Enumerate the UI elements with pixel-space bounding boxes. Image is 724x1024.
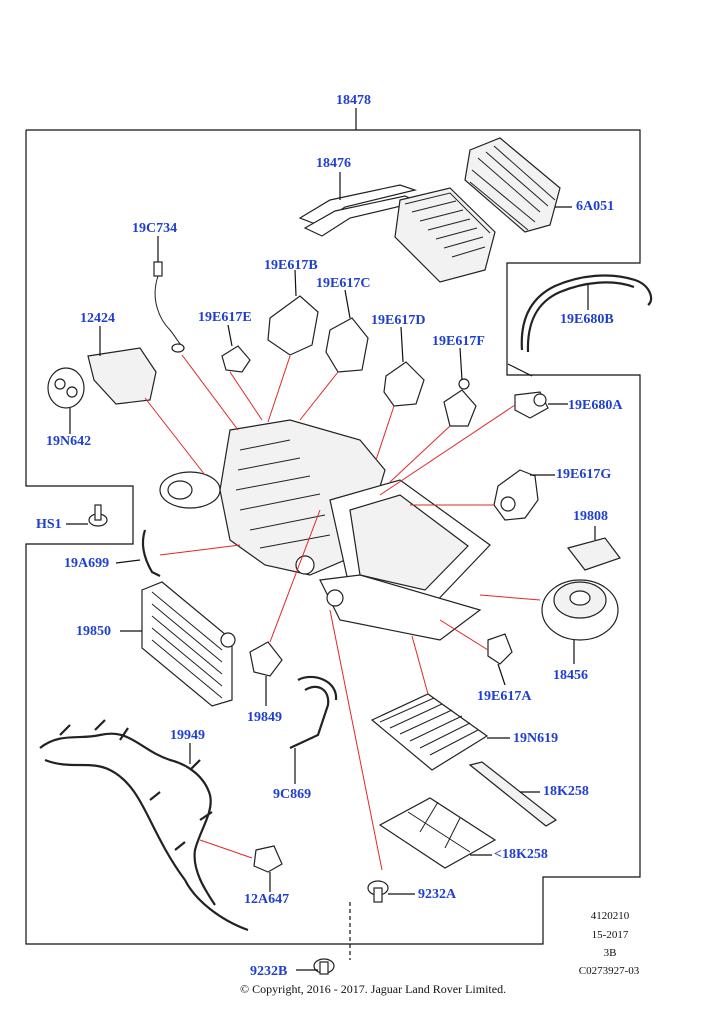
label-18k258[interactable]: 18K258 [543, 784, 589, 799]
heater-core-part [298, 184, 496, 283]
label-9232a[interactable]: 9232A [418, 887, 457, 902]
label-18478[interactable]: 18478 [336, 93, 371, 108]
sensor-19e680a-part [514, 391, 549, 419]
evaporator-19850-part [141, 581, 236, 707]
label-19e617c[interactable]: 19E617C [316, 276, 371, 291]
actuator-19e617a-part [487, 633, 513, 665]
label-19e617b[interactable]: 19E617B [264, 258, 318, 273]
label-19n642[interactable]: 19N642 [46, 434, 92, 449]
label-18456[interactable]: 18456 [553, 668, 588, 683]
label-19808[interactable]: 19808 [573, 509, 608, 524]
drawing-code: C0273927-03 [578, 965, 640, 977]
label-19a699[interactable]: 19A699 [64, 556, 110, 571]
actuator-19e617e-part [221, 345, 251, 373]
grommet-19n642-part [47, 367, 85, 409]
pipe-19a699-part [141, 529, 161, 577]
assembly-boundary-frame [25, 129, 641, 945]
connector-12a647-part [253, 845, 283, 873]
label-19e680a[interactable]: 19E680A [568, 398, 623, 413]
label-9232b[interactable]: 9232B [250, 964, 288, 979]
bracket-12424-part [87, 347, 157, 405]
label-19949[interactable]: 19949 [170, 728, 205, 743]
label-19n619[interactable]: 19N619 [513, 731, 559, 746]
drawing-date: 15-2017 [591, 929, 629, 941]
label-9c869[interactable]: 9C869 [273, 787, 312, 802]
label-19e617e[interactable]: 19E617E [198, 310, 252, 325]
label-19e680b[interactable]: 19E680B [560, 312, 614, 327]
label-19e617a[interactable]: 19E617A [477, 689, 532, 704]
bracket-18k258-part [468, 761, 558, 827]
wiring-harness-19949-part [39, 719, 249, 932]
label-19e617f[interactable]: 19E617F [432, 334, 485, 349]
actuator-19e617g-part [493, 469, 539, 521]
cabin-filter-part [370, 693, 489, 771]
blower-resistor-part [566, 537, 621, 571]
label-19850[interactable]: 19850 [76, 624, 111, 639]
label-hs1[interactable]: HS1 [36, 517, 62, 532]
fastener-9232a-part [367, 880, 389, 903]
actuator-19e617f-part [443, 378, 477, 427]
sensor-19c734-part [153, 261, 185, 353]
drawing-revision: 3B [603, 947, 617, 959]
label-19e617g[interactable]: 19E617G [556, 467, 612, 482]
label-12a647[interactable]: 12A647 [244, 892, 290, 907]
fastener-9232b-part [313, 958, 335, 975]
valve-19849-part [249, 641, 283, 677]
label-6a051[interactable]: 6A051 [576, 199, 615, 214]
copyright-text: © Copyright, 2016 - 2017. Jaguar Land Ro… [240, 982, 507, 996]
red-leader-lines [144, 354, 541, 871]
blower-motor-part [541, 579, 619, 641]
label-18476[interactable]: 18476 [316, 156, 351, 171]
filter-cover-part [378, 797, 497, 869]
label-19849[interactable]: 19849 [247, 710, 282, 725]
actuator-19e617d-part [383, 361, 425, 407]
label-19e617d[interactable]: 19E617D [371, 313, 426, 328]
drain-hose-part [520, 274, 653, 353]
actuator-19e617c-part [325, 317, 369, 373]
ptc-heater-part [464, 137, 561, 233]
label-19c734[interactable]: 19C734 [132, 221, 178, 236]
pipe-9c869-part [289, 675, 338, 749]
label-12424[interactable]: 12424 [80, 311, 115, 326]
screw-hs1-part [88, 504, 108, 527]
actuator-19e617b-part [267, 295, 319, 356]
hvac-module-part [159, 419, 491, 641]
drawing-number: 4120210 [590, 910, 630, 922]
label-18k258-cover[interactable]: <18K258 [494, 847, 548, 862]
